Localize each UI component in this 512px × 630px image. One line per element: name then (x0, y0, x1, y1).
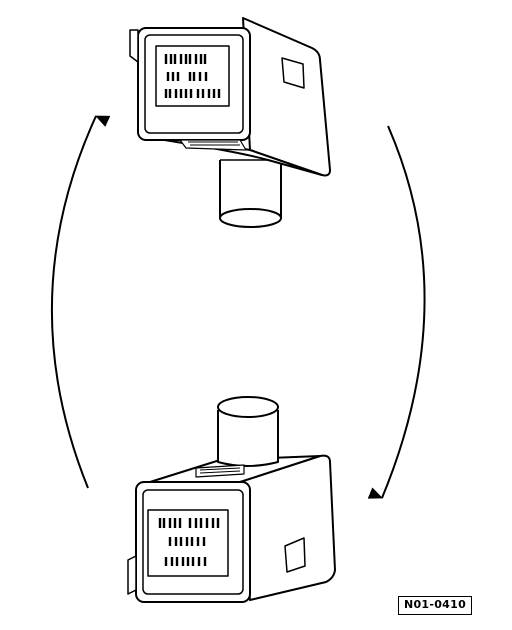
module-bottom-barcode-lines (158, 518, 220, 566)
rotate-up-arrow (51, 115, 111, 489)
module-top-barcode-lines (164, 54, 221, 98)
module-bottom-connector (217, 396, 279, 467)
module-top-latch (281, 57, 305, 89)
module-bottom (127, 396, 336, 603)
rotate-down-arrow (367, 125, 426, 499)
module-bottom-side-face (239, 454, 336, 601)
figure-reference-code: N01-0410 (398, 596, 472, 615)
module-top-barcode-label (155, 45, 230, 107)
module-top-connector (219, 159, 282, 228)
module-top (129, 17, 331, 228)
module-top-side-face (242, 17, 331, 177)
module-bottom-latch (284, 537, 306, 573)
